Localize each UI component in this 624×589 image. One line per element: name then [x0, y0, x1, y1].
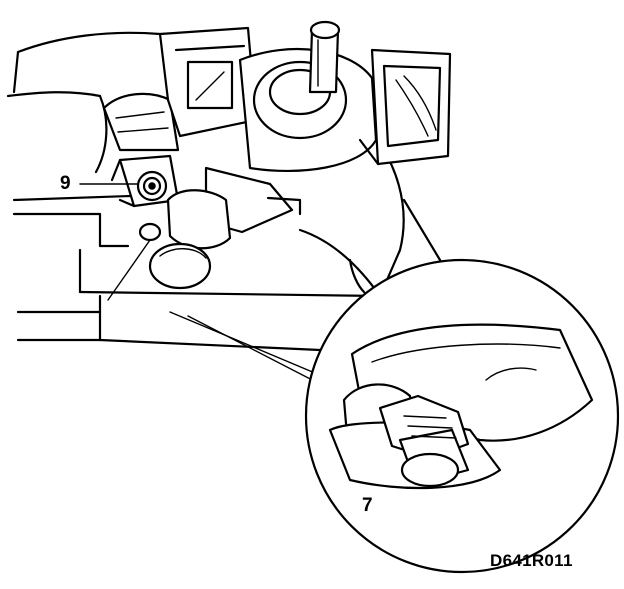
- universal-joint: [148, 166, 302, 290]
- callout-label-7: 7: [362, 495, 373, 516]
- nut-item-9: [136, 170, 168, 202]
- pivot-bolt: [138, 222, 162, 242]
- figure-code: D641R011: [490, 551, 573, 570]
- detail-magnifier: [304, 258, 620, 574]
- switch-housing: [358, 48, 452, 166]
- callout-label-9: 9: [60, 173, 71, 194]
- steering-column-body: [158, 20, 378, 173]
